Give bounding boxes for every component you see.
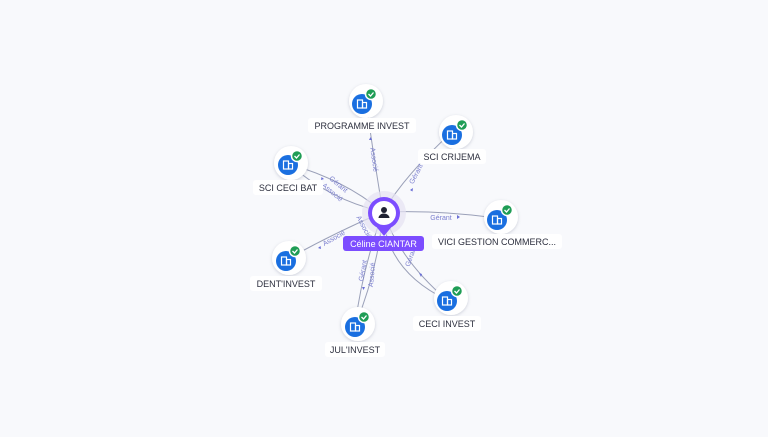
company-name: SCI CRIJEMA [423,152,480,162]
verified-badge-icon [364,87,378,101]
company-node-jul-invest[interactable]: JUL'INVEST [325,307,385,357]
arrow-dent-invest [318,246,321,249]
verified-badge-icon [455,118,469,132]
company-node-programme-invest[interactable]: PROGRAMME INVEST [308,84,416,133]
edge-label-jul-invest-associe: Associé [368,262,377,287]
verified-badge-icon [288,244,302,258]
company-node-dent-invest[interactable]: DENT'INVEST [250,241,322,291]
person-node-center[interactable]: Céline CIANTAR [343,191,424,251]
company-name: CECI INVEST [419,319,476,329]
building-icon [356,99,368,109]
verified-badge-icon [500,203,514,217]
building-icon [280,256,292,266]
company-node-vici-gestion[interactable]: VICI GESTION COMMERC... [432,200,562,249]
arrow-vici-gestion [457,215,460,219]
arrow-programme-invest [369,137,372,140]
arrow-ceci-invest [419,273,422,277]
person-name: Céline CIANTAR [350,239,417,249]
company-node-ceci-invest[interactable]: CECI INVEST [413,281,481,331]
edge-label-dent-invest: Associé [322,229,347,247]
company-name: DENT'INVEST [257,279,316,289]
company-name: PROGRAMME INVEST [314,121,410,131]
arrow-jul-invest [362,287,365,290]
building-icon [491,215,503,225]
arrow-sci-crijema [410,188,413,192]
edge-label-jul-invest-gerant: Gérant [358,260,369,282]
company-name: SCI CECI BAT [259,183,318,193]
verified-badge-icon [290,149,304,163]
building-icon [282,160,294,170]
person-icon [378,207,390,218]
building-icon [349,322,361,332]
company-name: VICI GESTION COMMERC... [438,237,556,247]
company-node-sci-ceci-bat[interactable]: SCI CECI BAT [253,146,323,195]
verified-badge-icon [450,284,464,298]
building-icon [441,296,453,306]
company-node-sci-crijema[interactable]: SCI CRIJEMA [418,115,486,164]
company-name: JUL'INVEST [330,345,381,355]
edge-arrows [318,137,460,290]
edge-label-vici-gestion: Gérant [430,215,451,222]
building-icon [446,130,458,140]
verified-badge-icon [357,310,371,324]
arrow-sci-ceci-bat [321,177,324,180]
edge-label-programme-invest: Associé [368,147,378,172]
